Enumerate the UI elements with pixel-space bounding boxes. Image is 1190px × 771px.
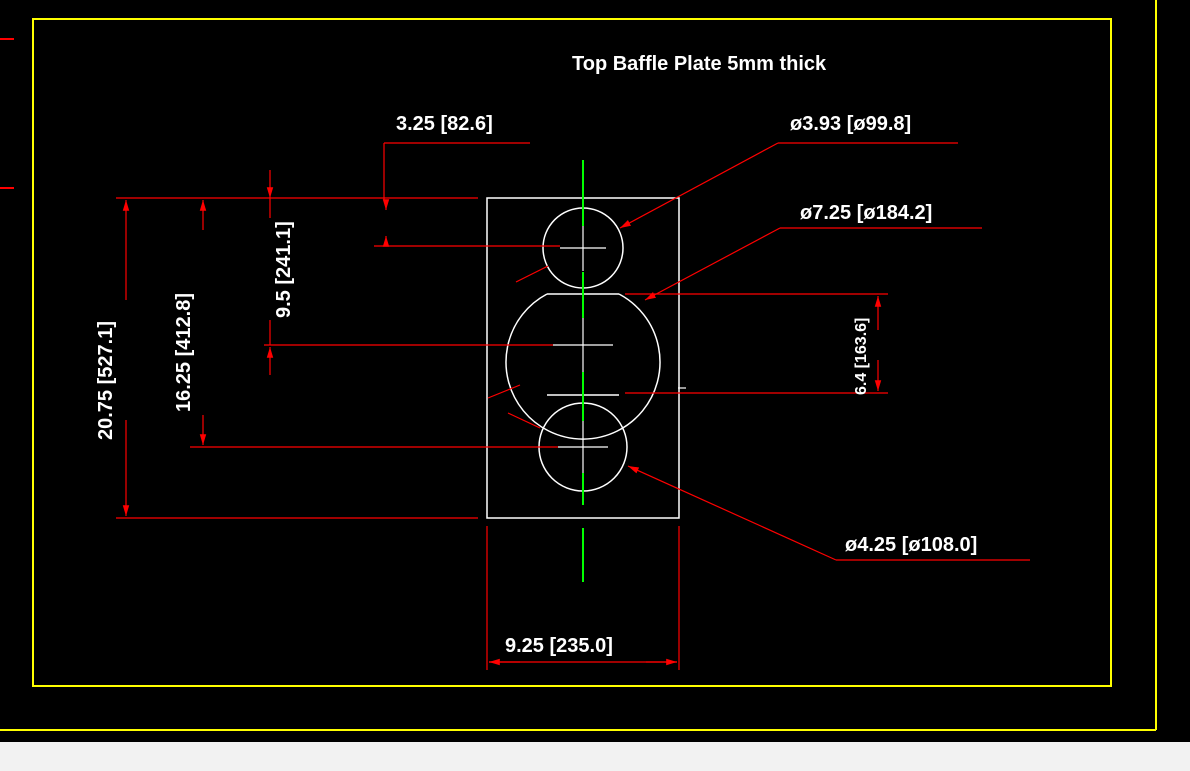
dim-overall-height[interactable] — [116, 200, 478, 519]
dim-top-offset-label: 3.25 [82.6] — [396, 113, 493, 135]
dim-top-offset[interactable] — [374, 142, 560, 247]
cad-canvas[interactable]: Top Baffle Plate 5mm thick — [0, 0, 1190, 742]
dim-top-hole-diameter-label: ø3.93 [ø99.8] — [790, 113, 911, 135]
center-marks — [553, 225, 613, 474]
drawing-frame — [0, 0, 1157, 731]
dim-mid-hole-diameter-label: ø7.25 [ø184.2] — [800, 202, 932, 224]
dim-bottom-hole-diameter[interactable] — [507, 412, 1030, 561]
status-bar — [0, 742, 1190, 771]
dim-top-to-mid[interactable] — [264, 170, 553, 375]
dim-bottom-hole-diameter-label: ø4.25 [ø108.0] — [845, 534, 977, 556]
dim-top-to-bottom-hole[interactable] — [190, 200, 558, 448]
dim-mid-hole-diameter[interactable] — [487, 227, 982, 399]
dim-top-to-bottom-hole-label: 16.25 [412.8] — [173, 293, 195, 412]
dim-overall-height-label: 20.75 [527.1] — [95, 321, 117, 440]
dim-overall-width-label: 9.25 [235.0] — [505, 635, 613, 657]
dim-mid-hole-flat-label: 6.4 [163.6] — [853, 318, 870, 395]
drawing-title: Top Baffle Plate 5mm thick — [572, 53, 827, 75]
title-block-border — [32, 18, 1112, 687]
drawing-svg[interactable]: Top Baffle Plate 5mm thick — [0, 0, 1190, 742]
dim-top-to-mid-label: 9.5 [241.1] — [273, 221, 295, 318]
dim-top-hole-diameter[interactable] — [515, 142, 958, 283]
dim-mid-hole-flat[interactable] — [625, 293, 888, 394]
dim-overall-width[interactable] — [486, 526, 680, 670]
